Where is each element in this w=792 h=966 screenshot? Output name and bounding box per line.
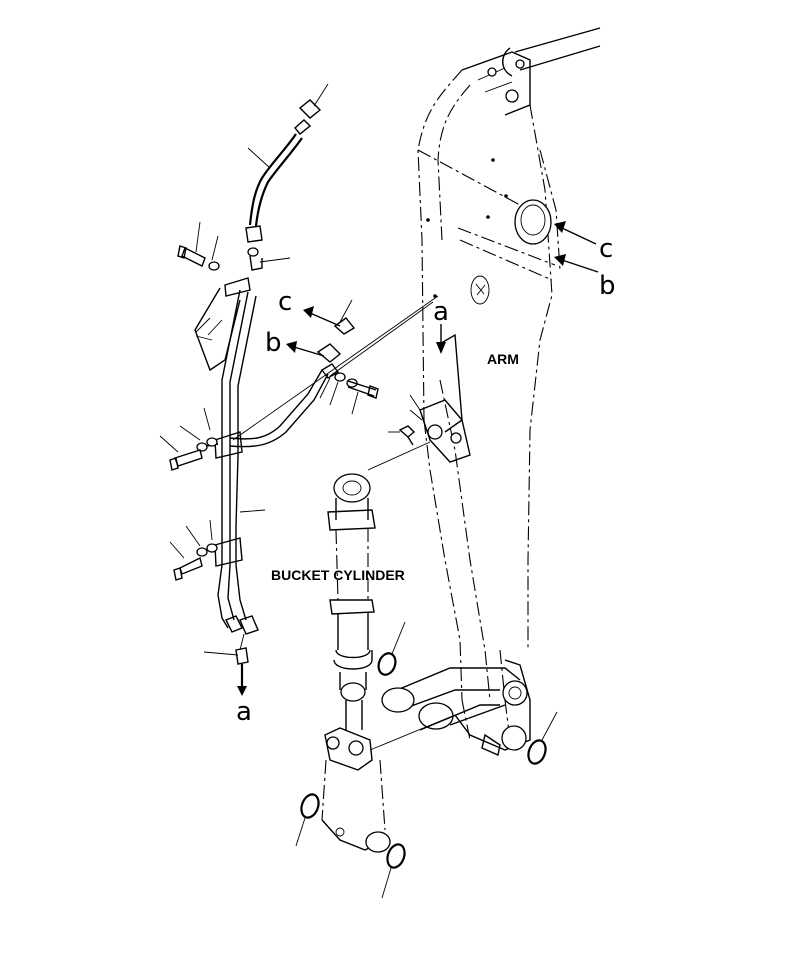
ref-a-bottom-label: a — [236, 697, 252, 727]
ref-c-right-label: c — [599, 234, 613, 264]
ref-b-right-label: b — [599, 271, 616, 301]
ref-b-left-label: b — [265, 328, 282, 358]
ref-c-left-label: c — [278, 287, 292, 317]
arm-label: ARM — [487, 351, 519, 367]
bucket-cylinder — [321, 441, 456, 853]
ref-a-arm-label: a — [433, 297, 449, 327]
arm-assembly — [381, 27, 601, 756]
bucket-cylinder-label: BUCKET CYLINDER — [271, 567, 405, 583]
o-rings — [295, 621, 558, 899]
labels: ARM BUCKET CYLINDER c b a a c b — [236, 234, 616, 727]
grease-piping — [159, 83, 439, 696]
reference-arrows — [286, 221, 599, 357]
